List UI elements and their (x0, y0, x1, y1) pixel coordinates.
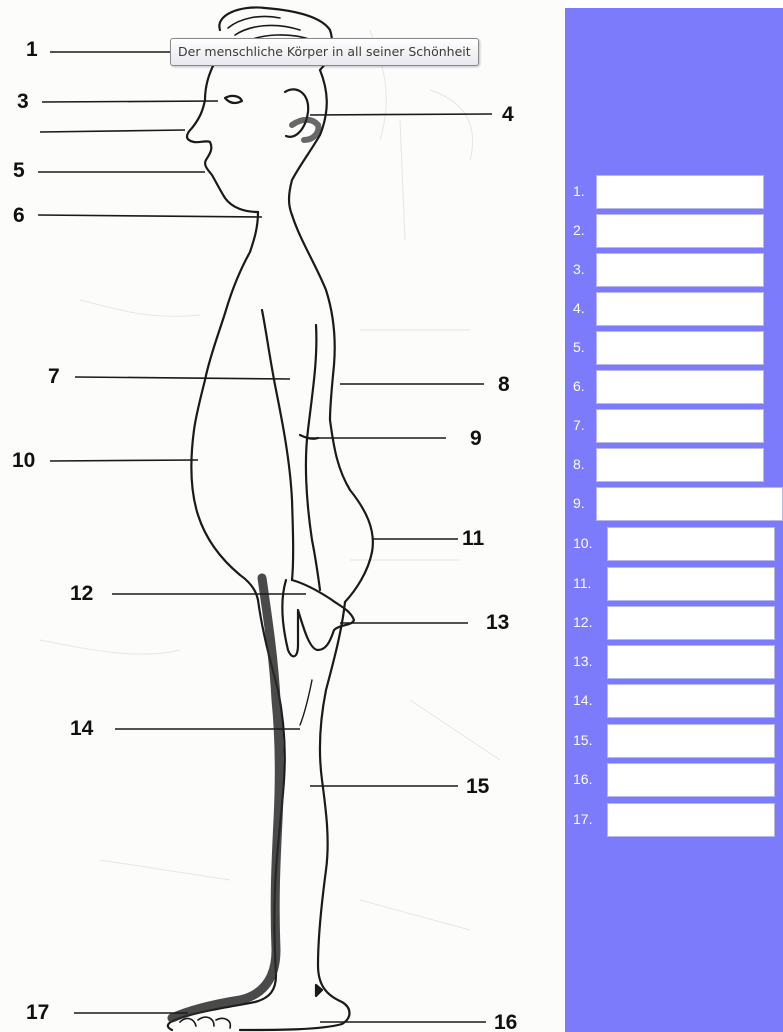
answer-row: 5. (565, 331, 783, 367)
body-figure-svg (0, 0, 565, 1032)
knee-detail (300, 680, 312, 725)
answer-input-1[interactable] (596, 175, 764, 209)
answer-row: 2. (565, 214, 783, 250)
answer-row-number: 4. (573, 301, 585, 315)
answer-input-16[interactable] (607, 763, 775, 797)
leader-line-4 (310, 114, 492, 115)
toes (180, 1017, 230, 1028)
chest-front (194, 212, 258, 430)
arm-front (262, 310, 293, 580)
leg-front (168, 600, 285, 1030)
leader-line-7 (75, 377, 290, 379)
label-16: 16 (494, 1012, 517, 1032)
leader-lines (38, 52, 492, 1022)
answer-row-number: 16. (573, 772, 592, 786)
answer-input-17[interactable] (607, 803, 775, 837)
answer-row: 1. (565, 175, 783, 211)
label-15: 15 (466, 776, 489, 797)
background-sketch (40, 30, 500, 930)
label-17: 17 (26, 1002, 49, 1023)
answer-row-number: 8. (573, 457, 585, 471)
ear (285, 89, 308, 136)
face-profile (187, 62, 258, 212)
leader-line-2 (40, 130, 185, 132)
label-8: 8 (498, 374, 510, 395)
figure-outline (168, 7, 373, 1030)
answer-row-number: 3. (573, 262, 585, 276)
answer-row-number: 9. (573, 496, 585, 510)
label-1: 1 (26, 39, 38, 60)
label-13: 13 (486, 612, 509, 633)
label-12: 12 (70, 583, 93, 604)
answer-input-12[interactable] (607, 606, 775, 640)
ankle-bone (316, 985, 322, 996)
answer-input-5[interactable] (596, 331, 764, 365)
answer-input-10[interactable] (607, 527, 775, 561)
answer-input-13[interactable] (607, 645, 775, 679)
answer-input-11[interactable] (607, 567, 775, 601)
answer-row: 8. (565, 448, 783, 484)
label-10: 10 (12, 450, 35, 471)
answer-input-4[interactable] (596, 292, 764, 326)
answer-row-number: 17. (573, 812, 592, 826)
answer-row-number: 5. (573, 340, 585, 354)
answer-input-7[interactable] (596, 409, 764, 443)
answer-panel: 1. 2. 3. 4. 5. 6. 7. 8. (565, 8, 783, 1032)
answer-input-15[interactable] (607, 724, 775, 758)
answer-row-number: 6. (573, 379, 585, 393)
answer-row: 14. (565, 684, 783, 720)
leg-shading (172, 120, 318, 1018)
belly (191, 430, 258, 600)
answer-row-number: 13. (573, 654, 592, 668)
leg-back (240, 602, 350, 1030)
label-6: 6 (13, 205, 25, 226)
answer-row: 15. (565, 724, 783, 760)
answer-row: 4. (565, 292, 783, 328)
answer-input-3[interactable] (596, 253, 764, 287)
answer-row-number: 12. (573, 615, 592, 629)
answer-row-number: 15. (573, 733, 592, 747)
answer-row: 7. (565, 409, 783, 445)
label-4: 4 (502, 104, 514, 125)
answer-row-number: 11. (573, 576, 591, 590)
answer-input-8[interactable] (596, 448, 764, 482)
label-3: 3 (17, 91, 29, 112)
answer-row: 6. (565, 370, 783, 406)
answer-input-9[interactable] (596, 487, 783, 521)
answer-row: 9. (565, 487, 783, 523)
label-9: 9 (470, 428, 482, 449)
label-7: 7 (48, 366, 60, 387)
answer-row-number: 2. (573, 223, 585, 237)
answer-input-2[interactable] (596, 214, 764, 248)
buttocks (330, 420, 373, 602)
eye (225, 96, 242, 103)
label-5: 5 (13, 160, 25, 181)
label-11: 11 (462, 528, 484, 549)
answer-row: 17. (565, 803, 783, 839)
answer-row-number: 14. (573, 693, 592, 707)
body-diagram: 1 3 4 5 6 7 8 9 10 11 12 13 14 15 16 17 (0, 0, 565, 1032)
answer-input-14[interactable] (607, 684, 775, 718)
arm-back (306, 325, 320, 590)
answer-row: 10. (565, 527, 783, 563)
answer-row-number: 10. (573, 536, 592, 550)
answer-row: 11. (565, 567, 783, 603)
answer-row-number: 1. (573, 184, 585, 198)
image-tooltip: Der menschliche Körper in all seiner Sch… (170, 38, 479, 66)
answer-row: 3. (565, 253, 783, 289)
answer-row: 12. (565, 606, 783, 642)
label-14: 14 (70, 718, 93, 739)
answer-row-number: 7. (573, 418, 585, 432)
leader-line-3 (42, 101, 218, 102)
leader-line-6 (38, 215, 262, 217)
answer-row: 13. (565, 645, 783, 681)
answer-row: 16. (565, 763, 783, 799)
answer-input-6[interactable] (596, 370, 764, 404)
leader-line-10 (50, 460, 198, 461)
